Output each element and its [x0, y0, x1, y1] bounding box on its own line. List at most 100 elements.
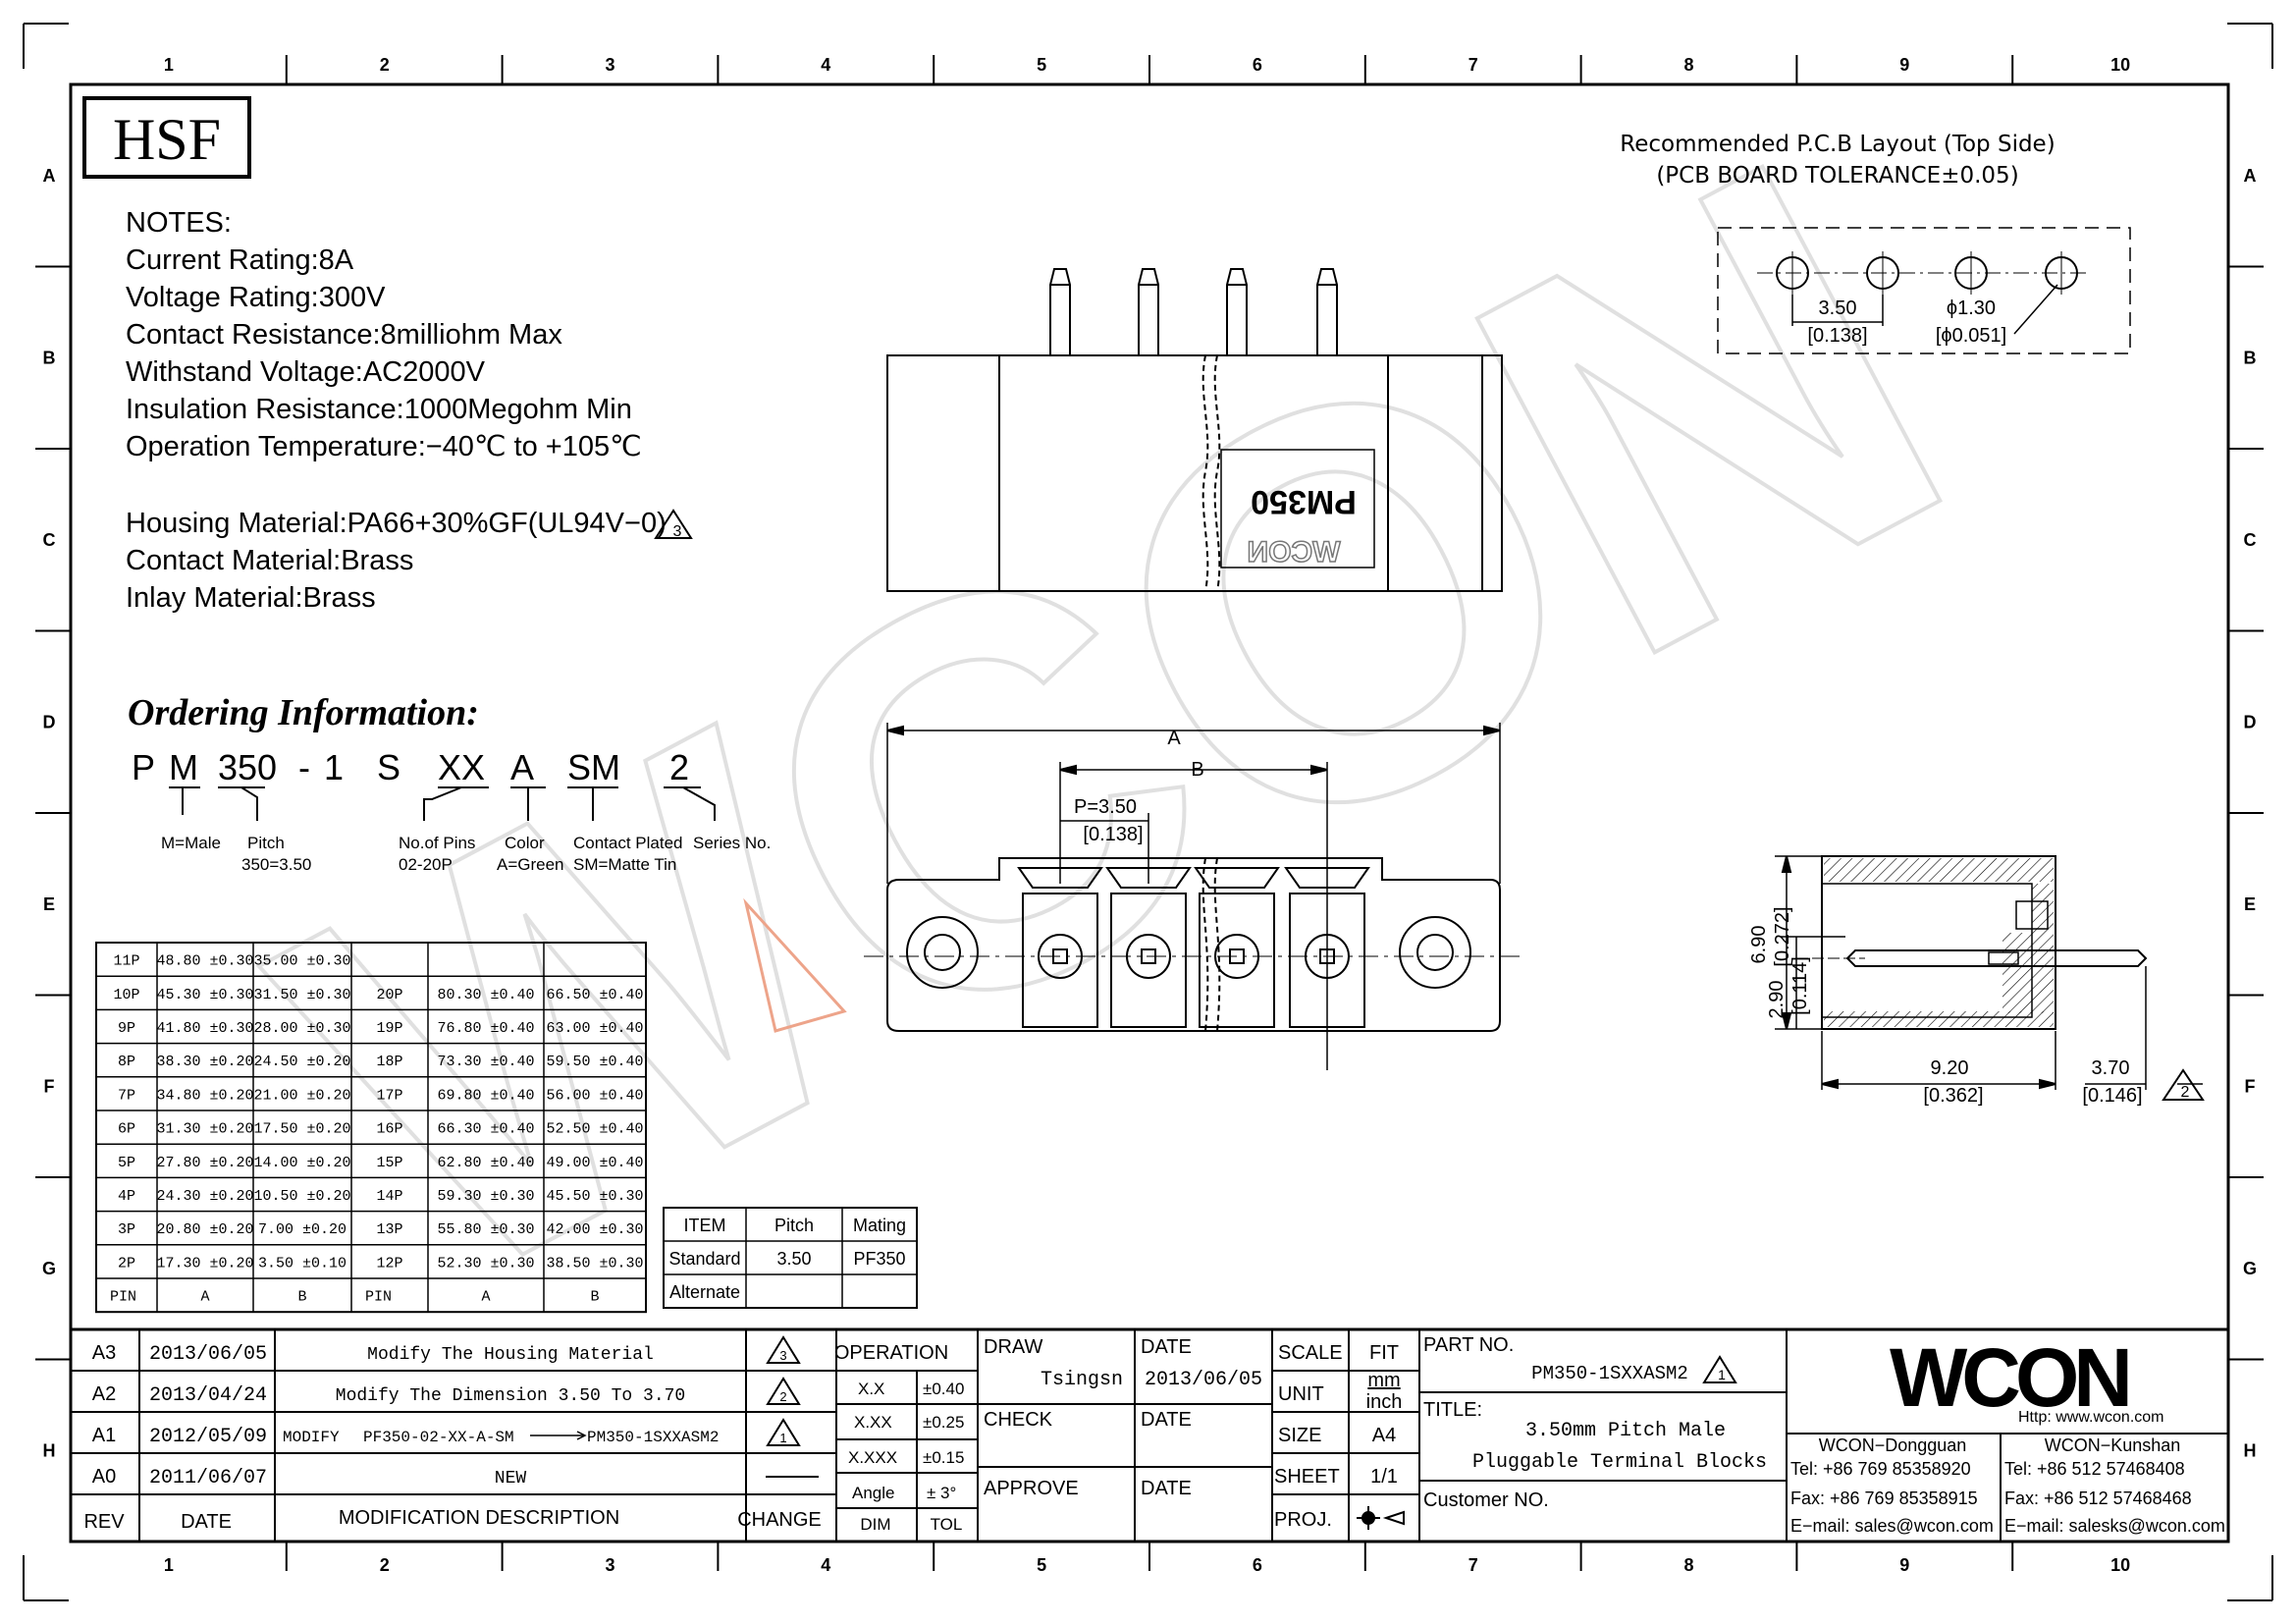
dimension-cell: 18P	[376, 1054, 402, 1070]
drawing-frame	[23, 23, 2273, 1601]
revision-header: REV	[83, 1511, 125, 1533]
note-line: Current Rating:8A	[126, 244, 354, 276]
dongguan-email: E−mail: sales@wcon.com	[1790, 1516, 1994, 1536]
zone-column-label: 1	[164, 55, 174, 75]
unit-mm: mm	[1367, 1370, 1400, 1391]
contact-slot	[1017, 867, 1103, 889]
zone-row-label: A	[43, 166, 56, 186]
dimension-cell: 27.80 ±0.20	[156, 1155, 253, 1171]
code-part: 1	[324, 747, 344, 787]
dimension-cell: 42.00 ±0.30	[546, 1221, 643, 1238]
mating-header: Mating	[853, 1216, 906, 1235]
top-view-marking: PM350	[1251, 483, 1357, 520]
zone-column-label: 3	[605, 55, 614, 75]
revision-id: A0	[92, 1466, 116, 1488]
revision-description: Modify The Housing Material	[367, 1345, 654, 1365]
watermark-accent	[743, 897, 847, 1033]
material-line: Contact Material:Brass	[126, 545, 413, 576]
size-value: A4	[1372, 1425, 1396, 1446]
tolerance-value: ±0.40	[923, 1380, 964, 1398]
proj-label: PROJ.	[1274, 1509, 1332, 1531]
pitch-inch: [0.138]	[1083, 824, 1143, 845]
note-line: Insulation Resistance:1000Megohm Min	[126, 394, 632, 425]
title-line-1: 3.50mm Pitch Male	[1525, 1420, 1726, 1442]
dimension-cell: 73.30 ±0.40	[437, 1054, 534, 1070]
dimension-cell: 52.50 ±0.40	[546, 1121, 643, 1138]
code-part: XX	[438, 747, 485, 787]
revision-description-prefix: MODIFY	[283, 1429, 340, 1446]
dongguan-tel: Tel: +86 769 85358920	[1790, 1459, 1971, 1479]
dim-a-label: A	[1167, 728, 1181, 749]
part-block: PART NO. PM350-1SXXASM2 1 TITLE: 3.50mm …	[1423, 1334, 1767, 1511]
zone-row-label: F	[44, 1076, 55, 1096]
dimension-header: B	[297, 1289, 306, 1306]
size-label: SIZE	[1278, 1425, 1321, 1446]
code-part: 350	[218, 747, 277, 787]
company-block: WCON Http: www.wcon.com WCON−Dongguan Te…	[1790, 1331, 2225, 1536]
code-part: P	[132, 747, 155, 787]
code-part: S	[377, 747, 400, 787]
tolerance-value: ± 3°	[927, 1484, 956, 1502]
dimension-cell: 56.00 ±0.40	[546, 1087, 643, 1104]
revision-id: A1	[92, 1425, 116, 1446]
pins-range: 02-20P	[399, 855, 453, 874]
front-view	[864, 723, 1523, 1070]
dimension-cell: 13P	[376, 1221, 402, 1238]
hsf-logo-text: HSF	[113, 107, 221, 172]
dimension-header: A	[481, 1289, 490, 1306]
pitch-label: Pitch	[247, 834, 285, 852]
male-label: M=Male	[161, 834, 221, 852]
contact-cavity	[1199, 893, 1275, 1028]
dimension-cell: 34.80 ±0.20	[156, 1087, 253, 1104]
pcb-pitch: 3.50	[1819, 298, 1857, 319]
contact-slot	[1194, 867, 1280, 889]
dimension-cell: 38.30 ±0.20	[156, 1054, 253, 1070]
dimension-cell: 17P	[376, 1087, 402, 1104]
revision-mark: 2	[779, 1389, 786, 1404]
tolerance-key: X.XX	[854, 1413, 892, 1432]
dimension-cell: 11P	[113, 953, 139, 970]
dimension-cell: 48.80 ±0.30	[156, 953, 253, 970]
pcb-tolerance: (PCB BOARD TOLERANCE±0.05)	[1656, 163, 2018, 189]
dimension-cell: 10P	[113, 987, 139, 1003]
kunshan-fax: Fax: +86 512 57468468	[2004, 1489, 2192, 1508]
revision-description-to: PM350-1SXXASM2	[587, 1429, 719, 1446]
dimension-cell: 6P	[118, 1121, 135, 1138]
pin-length-dim: 3.70	[2092, 1057, 2130, 1079]
code-part: -	[298, 747, 310, 787]
dimension-cell: 5P	[118, 1155, 135, 1171]
mating-cell: PF350	[853, 1249, 905, 1269]
zone-row-label: D	[2244, 712, 2257, 731]
dimension-cell: 4P	[118, 1188, 135, 1205]
zone-row-label: F	[2245, 1076, 2256, 1096]
dimension-cell: 31.50 ±0.30	[253, 987, 350, 1003]
dimension-cell: 20.80 ±0.20	[156, 1221, 253, 1238]
tolerance-title: OPERATION	[834, 1342, 948, 1364]
dimension-cell: 10.50 ±0.20	[253, 1188, 350, 1205]
revision-date: 2013/04/24	[149, 1384, 267, 1407]
pin-height-dim-inch: [0.114]	[1789, 956, 1811, 1015]
pitch-value: 350=3.50	[241, 855, 311, 874]
dimension-cell: 21.00 ±0.20	[253, 1087, 350, 1104]
dimension-cell: 45.30 ±0.30	[156, 987, 253, 1003]
zone-column-label: 9	[1899, 1555, 1909, 1575]
zone-column-label: 10	[2110, 55, 2130, 75]
approval-block: DRAW Tsingsn DATE 2013/06/05 CHECK DATE …	[984, 1336, 1262, 1499]
zone-row-label: C	[43, 530, 56, 550]
drawer-name: Tsingsn	[1041, 1369, 1123, 1391]
revision-triangle-icon	[766, 1377, 801, 1405]
tolerance-block: OPERATION X.X ±0.40 X.XX ±0.25 X.XXX ±0.…	[834, 1342, 965, 1534]
dimension-cell: 38.50 ±0.30	[546, 1255, 643, 1272]
dimension-cell: 3P	[118, 1221, 135, 1238]
height-dim-inch: [0.272]	[1772, 906, 1793, 966]
dimension-cell: 8P	[118, 1054, 135, 1070]
zone-row-label: B	[43, 348, 56, 367]
title-block	[71, 1327, 2228, 1542]
tolerance-value: ±0.15	[923, 1448, 964, 1467]
check-label: CHECK	[984, 1409, 1053, 1431]
side-view	[1775, 855, 2203, 1090]
revision-description-from: PF350-02-XX-A-SM	[363, 1429, 514, 1446]
dimension-header: B	[590, 1289, 599, 1306]
dimension-cell: 15P	[376, 1155, 402, 1171]
revision-id: A3	[92, 1342, 116, 1364]
